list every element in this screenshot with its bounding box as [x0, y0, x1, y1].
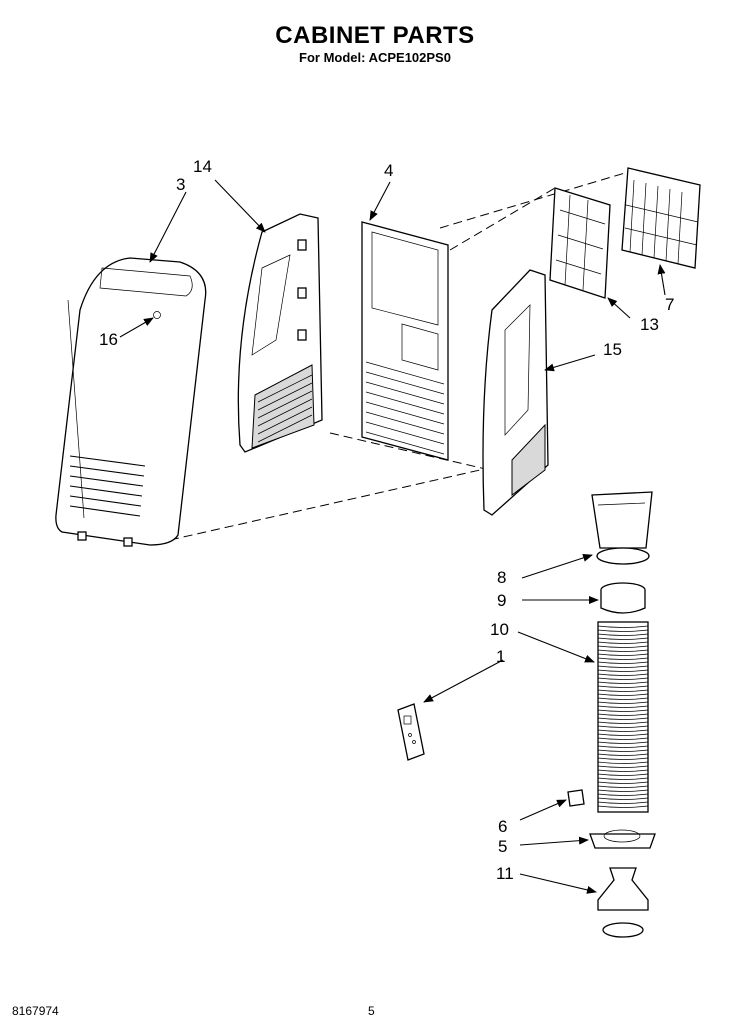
- hose-rib: [597, 721, 649, 724]
- front-cabinet-louvers: [69, 455, 146, 517]
- callout-5: 5: [498, 837, 507, 856]
- part-left-side-panel: [237, 213, 323, 453]
- part-exhaust-hose: [597, 621, 649, 813]
- callout-13: 13: [640, 315, 659, 334]
- hose-rib: [597, 761, 649, 764]
- hose-rib: [597, 629, 649, 632]
- hose-rib: [597, 733, 649, 736]
- left-panel-grille: [257, 374, 313, 443]
- part-window-seal: [589, 829, 656, 849]
- callout-1: 1: [496, 647, 505, 666]
- part-exhaust-outlet: [597, 867, 649, 938]
- hose-rib: [597, 673, 649, 676]
- hose-rib: [597, 725, 649, 728]
- page-title: CABINET PARTS: [275, 22, 475, 49]
- hose-rib: [597, 745, 649, 748]
- part-rear-panel: [361, 221, 449, 461]
- hose-rib: [597, 681, 649, 684]
- callout-15: 15: [603, 340, 622, 359]
- model-subtitle: For Model: ACPE102PS0: [299, 50, 451, 65]
- rear-panel-grille: [365, 361, 445, 455]
- callout-8: 8: [497, 568, 506, 587]
- hose-rib: [597, 785, 649, 788]
- document-number: 8167974: [12, 1004, 59, 1018]
- part-window-adapter: [591, 491, 653, 565]
- callout-4: 4: [384, 161, 393, 180]
- hose-rib: [597, 729, 649, 732]
- part-filter-grille: [621, 167, 701, 269]
- hose-rib: [597, 757, 649, 760]
- hose-rib: [597, 769, 649, 772]
- callout-3: 3: [176, 175, 185, 194]
- hose-rib: [597, 741, 649, 744]
- leader-lines: [119, 179, 666, 894]
- callout-16: 16: [99, 330, 118, 349]
- hose-rib: [597, 705, 649, 708]
- hose-rib: [597, 649, 649, 652]
- hose-rib: [597, 637, 649, 640]
- callout-labels: 3 14 4 16 15 13 7 8 9 10 1 6 5 11: [99, 157, 674, 883]
- hose-rib: [597, 765, 649, 768]
- hose-rib: [597, 749, 649, 752]
- hose-rib: [597, 737, 649, 740]
- hose-rib: [597, 685, 649, 688]
- hose-rib: [597, 777, 649, 780]
- hose-rib: [597, 669, 649, 672]
- callout-7: 7: [665, 295, 674, 314]
- part-clip: [567, 789, 585, 807]
- callout-6: 6: [498, 817, 507, 836]
- hose-rib: [597, 709, 649, 712]
- hose-rib: [597, 689, 649, 692]
- hose-rib: [597, 645, 649, 648]
- hose-rib: [597, 701, 649, 704]
- hose-rib: [597, 625, 649, 628]
- hose-rib: [597, 781, 649, 784]
- hose-rib: [597, 717, 649, 720]
- hose-rib: [597, 773, 649, 776]
- hose-rib: [597, 657, 649, 660]
- hose-rib: [597, 633, 649, 636]
- part-filter: [549, 187, 611, 299]
- part-connector-ring: [600, 582, 646, 614]
- page-number: 5: [368, 1004, 375, 1018]
- alignment-lines: [169, 169, 636, 541]
- hose-rib: [597, 713, 649, 716]
- hose-rib: [597, 793, 649, 796]
- hose-rib: [597, 797, 649, 800]
- hose-rib: [597, 693, 649, 696]
- part-right-side-panel: [482, 269, 549, 516]
- hose-rib: [597, 789, 649, 792]
- hose-rib: [597, 753, 649, 756]
- callout-10: 10: [490, 620, 509, 639]
- callout-9: 9: [497, 591, 506, 610]
- hose-rib: [597, 677, 649, 680]
- hose-rib: [597, 653, 649, 656]
- hose-rib: [597, 661, 649, 664]
- hose-rib: [597, 665, 649, 668]
- hose-rib: [597, 641, 649, 644]
- part-front-cabinet: [55, 257, 207, 547]
- hose-rib: [597, 805, 649, 808]
- callout-11: 11: [496, 864, 514, 883]
- part-remote-control: [397, 703, 425, 761]
- hose-rib: [597, 801, 649, 804]
- hose-rib: [597, 697, 649, 700]
- callout-14: 14: [193, 157, 212, 176]
